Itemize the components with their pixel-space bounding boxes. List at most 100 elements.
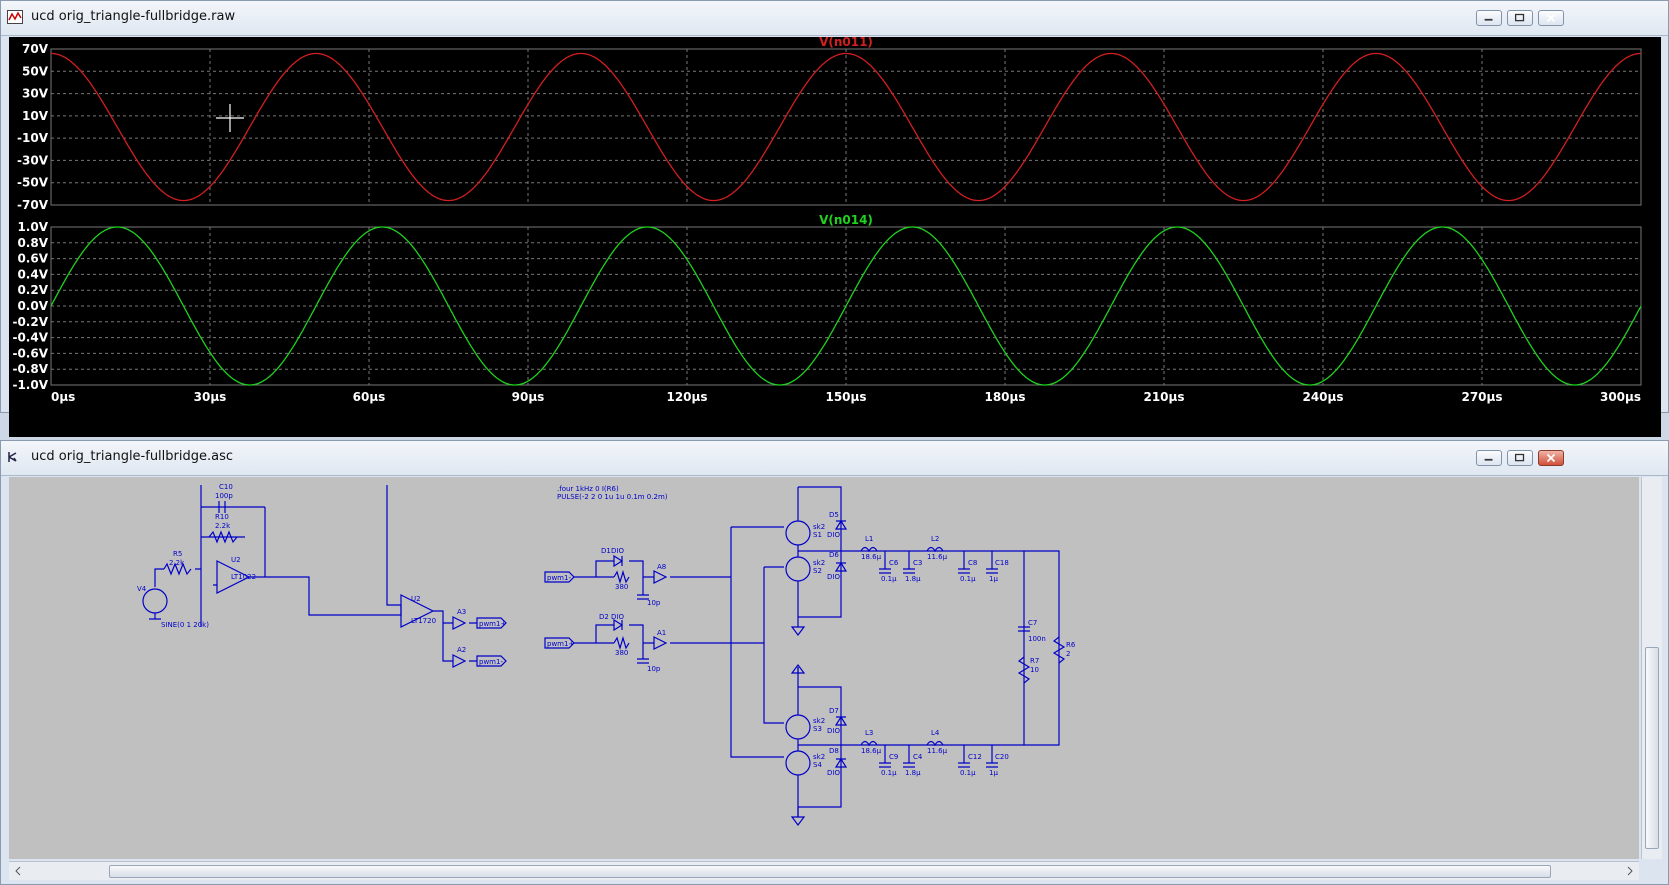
label-c10: C10	[219, 483, 233, 491]
value-r5: 2.2k	[169, 559, 185, 567]
maximize-button[interactable]	[1507, 10, 1533, 26]
value-l4: 11.6µ	[927, 747, 948, 755]
model-u2b: LT1720	[411, 617, 436, 625]
label-r10: R10	[215, 513, 229, 521]
directive-pulse: PULSE(-2 2 0 1u 1u 0.1m 0.2m)	[557, 493, 668, 501]
label-c7: C7	[1028, 619, 1037, 627]
value-c7: 100n	[1028, 635, 1046, 643]
capacitor-symbol	[879, 568, 1030, 768]
label-a2: A2	[457, 646, 466, 654]
diode-symbol	[834, 519, 848, 768]
wire	[574, 560, 654, 659]
capacitor-symbol	[637, 594, 649, 664]
x-tick-label: 210µs	[1143, 390, 1184, 404]
value-l1: 18.6µ	[861, 553, 882, 561]
plot-title: V(n014)	[819, 213, 873, 227]
x-tick-label: 180µs	[984, 390, 1025, 404]
y-tick-label: 0.8V	[17, 236, 48, 250]
vertical-scroll-thumb[interactable]	[1645, 647, 1659, 849]
model-s4: sk2	[813, 753, 825, 761]
label-l3: L3	[865, 729, 873, 737]
wire	[861, 550, 1060, 763]
value-d7: DIO	[827, 727, 840, 735]
vertical-scrollbar[interactable]	[1641, 477, 1662, 859]
buffer-symbol	[653, 570, 668, 650]
netlabel-pwm1p-out: pwm1+	[479, 620, 506, 628]
capacitor-symbol	[218, 501, 226, 513]
crosshair-cursor	[216, 104, 244, 132]
y-tick-label: 0.4V	[17, 267, 48, 281]
maximize-button[interactable]	[1507, 450, 1533, 466]
x-tick-label: 60µs	[353, 390, 386, 404]
schematic-titlebar[interactable]: ucd orig_triangle-fullbridge.asc	[1, 441, 1668, 476]
label-a8: A8	[657, 563, 666, 571]
y-tick-label: 50V	[22, 64, 49, 78]
wire	[154, 568, 217, 587]
label-d8: D8	[829, 747, 839, 755]
waveform-window-title: ucd orig_triangle-fullbridge.raw	[31, 9, 236, 24]
waveform-titlebar[interactable]: ucd orig_triangle-fullbridge.raw	[1, 1, 1668, 36]
value-c6: 0.1µ	[881, 575, 897, 583]
schematic-window-title: ucd orig_triangle-fullbridge.asc	[31, 449, 234, 464]
label-c12: C12	[968, 753, 982, 761]
value-v4: SINE(0 1 20k)	[161, 621, 209, 629]
diode-symbol	[613, 554, 624, 632]
y-tick-label: 30V	[22, 87, 49, 101]
value-d8: DIO	[827, 769, 840, 777]
y-tick-label: -30V	[17, 153, 49, 167]
wire	[469, 622, 477, 662]
value-c-a: 10p	[647, 599, 661, 607]
y-tick-label: 0.2V	[17, 283, 48, 297]
label-s1: S1	[813, 531, 822, 539]
y-tick-label: -0.2V	[12, 315, 48, 329]
horizontal-scrollbar[interactable]	[9, 861, 1639, 880]
value-c20: 1µ	[989, 769, 998, 777]
model-u2a: LT1022	[231, 573, 256, 581]
wire	[730, 526, 784, 758]
schematic-window[interactable]: ucd orig_triangle-fullbridge.asc	[0, 440, 1669, 885]
y-tick-label: -0.8V	[12, 362, 48, 376]
buffer-symbol	[452, 616, 467, 668]
scroll-right-icon[interactable]	[1625, 862, 1635, 880]
value-c9: 0.1µ	[881, 769, 897, 777]
wire	[670, 576, 764, 644]
minimize-button[interactable]	[1476, 450, 1502, 466]
label-a1: A1	[657, 629, 666, 637]
switch-symbol	[785, 714, 811, 740]
value-c8: 0.1µ	[960, 575, 976, 583]
schematic-drawing[interactable]: C10 100p R10 2.2k R5 2.2k U2 LT1022 V4 S…	[9, 477, 1639, 859]
value-c4: 1.8µ	[905, 769, 921, 777]
value-l3: 18.6µ	[861, 747, 882, 755]
wire	[386, 485, 401, 606]
label-d6: D6	[829, 551, 839, 559]
waveform-trace	[50, 226, 1642, 386]
inductor-symbol	[860, 546, 944, 747]
close-button[interactable]	[1538, 10, 1564, 26]
x-tick-label: 0µs	[51, 390, 75, 404]
y-tick-label: -0.4V	[12, 331, 48, 345]
value-c-b: 10p	[647, 665, 661, 673]
schematic-canvas[interactable]: C10 100p R10 2.2k R5 2.2k U2 LT1022 V4 S…	[9, 477, 1639, 859]
netlabel-pwm1m-in: pwm1-	[547, 574, 571, 582]
x-tick-label: 90µs	[512, 390, 545, 404]
y-tick-label: 10V	[22, 109, 49, 123]
value-d1: DIO	[611, 547, 624, 555]
label-c8: C8	[968, 559, 977, 567]
model-s3: sk2	[813, 717, 825, 725]
y-tick-label: 0.6V	[17, 252, 48, 266]
scroll-left-icon[interactable]	[13, 862, 23, 880]
horizontal-scroll-thumb[interactable]	[109, 865, 1551, 878]
value-d2: DIO	[611, 613, 624, 621]
value-c10: 100p	[215, 492, 233, 500]
label-d5: D5	[829, 511, 839, 519]
label-r5: R5	[173, 550, 182, 558]
plot-title: V(n011)	[819, 37, 873, 49]
model-s2: sk2	[813, 559, 825, 567]
label-r7: R7	[1030, 657, 1039, 665]
label-d1: D1	[601, 547, 611, 555]
minimize-button[interactable]	[1476, 10, 1502, 26]
close-button[interactable]	[1538, 450, 1564, 466]
